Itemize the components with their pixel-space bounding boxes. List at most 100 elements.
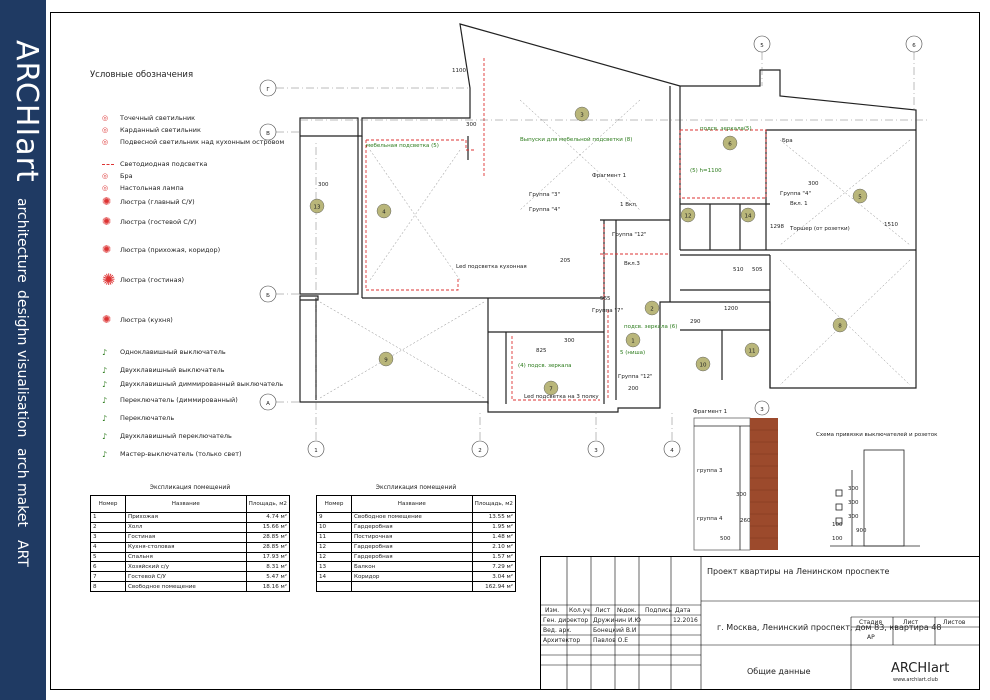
legend-symbol-icon: ◎: [102, 138, 109, 146]
table-cell: 1.95 м²: [471, 521, 517, 533]
legend-symbol-icon: ♪: [102, 366, 108, 375]
legend-symbol-icon: ✺: [102, 243, 112, 256]
tb-role-1: Ген. директор: [543, 617, 589, 624]
table-cell: Постирочная: [351, 531, 473, 543]
tb-stage-label: Стадия: [859, 619, 883, 626]
legend-label: Люстра (гостевой С/У): [120, 218, 197, 226]
legend-symbol-icon: ◎: [102, 114, 109, 122]
legend-label: Точечный светильник: [120, 114, 196, 122]
table-cell: 2.10 м²: [471, 541, 517, 553]
table-cell: 11: [316, 531, 352, 543]
table-row: 162.94 м²: [316, 581, 517, 593]
table-cell: Свободное помещение: [351, 512, 473, 523]
table-cell: 4: [90, 541, 126, 553]
legend-item: ◎ Точечный светильник: [102, 114, 196, 122]
legend-item: ◎Настольная лампа: [102, 184, 184, 192]
legend-label: Люстра (главный С/У): [120, 198, 195, 206]
table-cell: 12: [316, 541, 352, 553]
legend-label: Карданный светильник: [120, 126, 201, 134]
table-cell: 8: [90, 581, 126, 593]
legend-symbol-icon: ✺: [102, 215, 112, 228]
tagline-4: arch maket: [14, 448, 30, 527]
tb-col-izm: Изм.: [545, 607, 560, 614]
title-grid: [541, 557, 979, 689]
legend-label: Люстра (прихожая, коридор): [120, 246, 221, 254]
tb-role-3: Архитектор: [543, 637, 581, 644]
table-cell: 28.85 м²: [245, 531, 291, 543]
legend-item: ✺ Люстра (прихожая, коридор): [102, 243, 221, 256]
brand-logo: ARCHIart: [9, 40, 44, 183]
legend-label: Бра: [120, 172, 133, 180]
table-cell: 5: [90, 551, 126, 563]
table-cell: 1.48 м²: [471, 531, 517, 543]
tb-stage: АР: [867, 634, 875, 641]
table-caption: Экспликация помещений: [375, 484, 457, 491]
table-cell: 13: [316, 561, 352, 573]
legend-item: ◎ Карданный светильник: [102, 126, 201, 134]
table-header: Название: [125, 495, 247, 513]
table-cell: Спальня: [125, 551, 247, 563]
legend-item: ✺ Люстра (гостевой С/У): [102, 215, 197, 228]
table-cell: 7: [90, 571, 126, 583]
tagline-1: architecture: [14, 198, 30, 283]
legend-item: ♪Одноклавишный выключатель: [102, 348, 226, 357]
table-header: Площадь, м2: [471, 495, 517, 513]
legend-label: Настольная лампа: [120, 184, 184, 192]
legend-label: Мастер-выключатель (только свет): [120, 450, 242, 458]
brand-sidebar: ARCHIart architecture desighn visualisat…: [0, 0, 46, 700]
table-cell: 1: [90, 512, 126, 523]
legend-symbol-icon: ✺: [102, 195, 112, 208]
legend-label: Люстра (гостиная): [120, 276, 185, 284]
table-cell: 9: [316, 512, 352, 523]
legend-symbol-icon: ◎: [102, 126, 109, 134]
legend-label: Двухклавишный переключатель: [120, 432, 232, 440]
tagline-2: desighn: [14, 290, 30, 346]
legend-symbol-icon: ♪: [102, 396, 108, 405]
table-cell: 3: [90, 531, 126, 543]
tb-logo: ARCHIart: [891, 661, 950, 676]
project-title: Проект квартиры на Ленинском проспекте: [707, 567, 890, 576]
tb-col-sign: Подпись: [645, 607, 672, 614]
table-header: Название: [351, 495, 473, 513]
legend-item: ♪Двухклавишный выключатель: [102, 366, 224, 375]
table-cell: 3.04 м²: [471, 571, 517, 583]
legend-label: Переключатель: [120, 414, 175, 422]
legend-item: ✺Люстра (гостиная): [102, 270, 185, 289]
table-cell: [351, 581, 473, 593]
legend-item: ♪Переключатель (диммированный): [102, 396, 238, 405]
table-cell: 18.16 м²: [245, 581, 291, 593]
table-cell: Балкон: [351, 561, 473, 573]
legend-symbol-icon: ◎: [102, 172, 109, 180]
legend-title: Условные обозначения: [90, 70, 194, 80]
table-cell: Гардеробная: [351, 521, 473, 533]
legend-item: ♪Двухклавишный диммированный выключатель: [102, 380, 283, 389]
table-cell: Гостевой С/У: [125, 571, 247, 583]
tagline-3: visualisation: [14, 350, 30, 438]
table-cell: 14: [316, 571, 352, 583]
table-cell: Холл: [125, 521, 247, 533]
table-cell: Гардеробная: [351, 551, 473, 563]
tb-site: www.archiart.club: [893, 677, 938, 683]
table-cell: 12: [316, 551, 352, 563]
table-cell: Коридор: [351, 571, 473, 583]
tb-sheets-label: Листов: [943, 619, 966, 626]
legend: Условные обозначения ◎ Точечный светильни…: [90, 70, 290, 459]
table-cell: 8.31 м²: [245, 561, 291, 573]
table-cell: 28.85 м²: [245, 541, 291, 553]
table-header: Площадь, м2: [245, 495, 291, 513]
table-cell: Прихожая: [125, 512, 247, 523]
table-cell: 15.66 м²: [245, 521, 291, 533]
table-caption: Экспликация помещений: [149, 484, 231, 491]
